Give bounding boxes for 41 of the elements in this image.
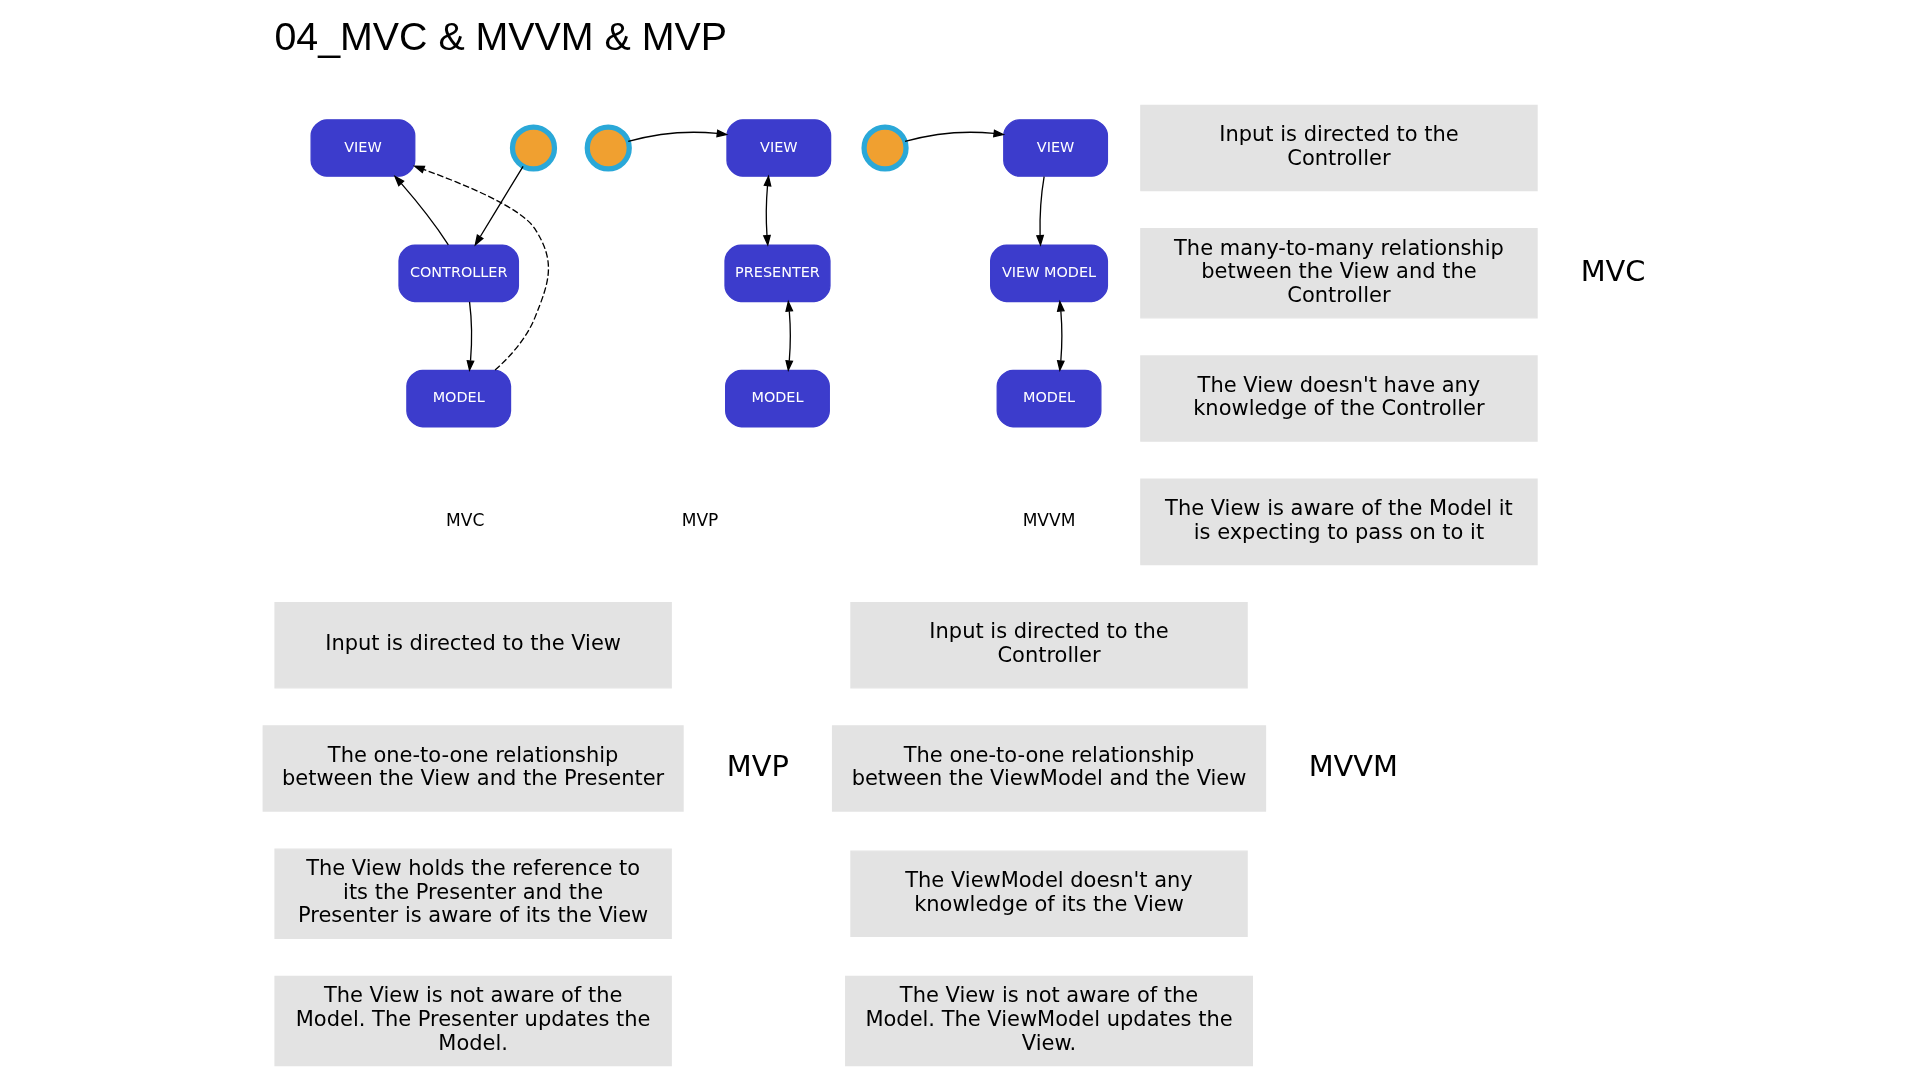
node-box: VIEW [1003, 119, 1109, 177]
arrow [785, 299, 794, 373]
node-box: MODEL [996, 369, 1102, 428]
node-box: The View holds the reference to its the Presenter and the Presenter is aware of its the View [274, 848, 672, 940]
arrow [412, 165, 550, 371]
node-box: The one-to-one relationship between the View and the Presenter [262, 725, 684, 812]
arrow [904, 129, 1006, 143]
node-box: The many-to-many relationship between the View and the Controller [1140, 228, 1538, 319]
node-box: MODEL [725, 369, 830, 428]
node-box: Input is directed to the View [274, 601, 672, 689]
node-box: The View doesn't have any knowledge of the Controller [1140, 355, 1538, 442]
node-box: Input is directed to the Controller [850, 601, 1248, 689]
node-box: The View is not aware of the Model. The ViewModel updates the View. [845, 975, 1254, 1067]
arrow [466, 301, 475, 373]
node-box: The one-to-one relationship between the ViewModel and the View [831, 725, 1267, 812]
node-box: MODEL [406, 369, 512, 428]
node-box: VIEW [310, 119, 416, 177]
node-box: VIEW MODEL [990, 244, 1109, 303]
label: MVC [1580, 253, 1646, 288]
arrow [627, 129, 729, 143]
diagram-title: 04_MVC & MVVM & MVP [274, 14, 727, 59]
label: MVVM [1022, 510, 1076, 531]
node-box: The ViewModel doesn't any knowledge of its the View [850, 850, 1248, 938]
label: MVP [726, 748, 789, 783]
label: MVC [446, 510, 485, 531]
node-person [861, 124, 909, 172]
node-box: VIEW [726, 119, 832, 177]
arrow [762, 174, 772, 247]
node-box: Input is directed to the Controller [1140, 104, 1538, 192]
node-box: CONTROLLER [398, 244, 520, 303]
arrow [474, 165, 524, 247]
label: MVP [681, 510, 719, 531]
arrow [1035, 175, 1045, 247]
node-box: PRESENTER [724, 244, 831, 303]
node-box: The View is not aware of the Model. The Presenter updates the Model. [274, 975, 672, 1067]
node-person [509, 124, 558, 172]
node-person [584, 124, 632, 172]
arrow [393, 175, 449, 246]
arrow [1056, 299, 1065, 373]
label: MVVM [1308, 748, 1399, 783]
node-box: The View is aware of the Model it is expecting to pass on to it [1140, 478, 1538, 566]
